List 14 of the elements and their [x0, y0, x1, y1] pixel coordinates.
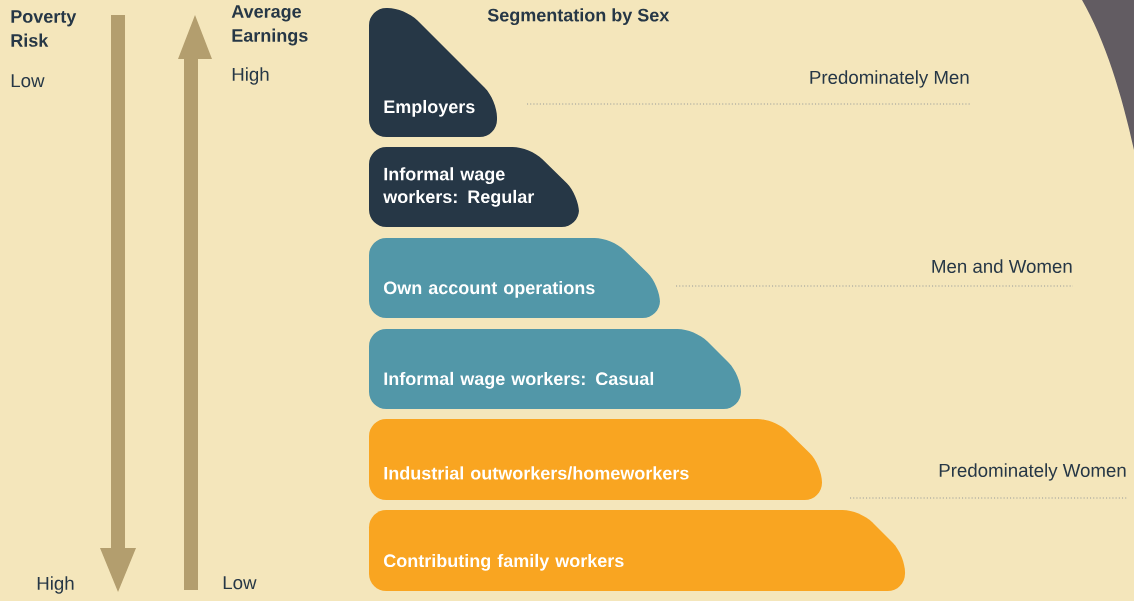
category-box: Industrial outworkers/homeworkers — [369, 419, 822, 500]
axis-title: Poverty Risk — [11, 10, 77, 47]
axis-title: Average Earnings — [231, 5, 308, 46]
scale-label: High — [37, 576, 74, 594]
scale-label: Low — [11, 74, 45, 88]
group-label: Men and Women — [932, 259, 1072, 273]
group-label: Predominately Men — [810, 70, 969, 88]
category-box: Informal wage workers: Casual — [369, 329, 741, 409]
category-box: Informal wage workers: Regular — [369, 147, 579, 227]
group-label: Predominately Women — [939, 463, 1126, 481]
category-box: Own account operations — [369, 238, 660, 318]
category-box: Contributing family workers — [369, 510, 905, 591]
scale-label: High — [232, 67, 269, 85]
scale-label: Low — [223, 576, 257, 590]
